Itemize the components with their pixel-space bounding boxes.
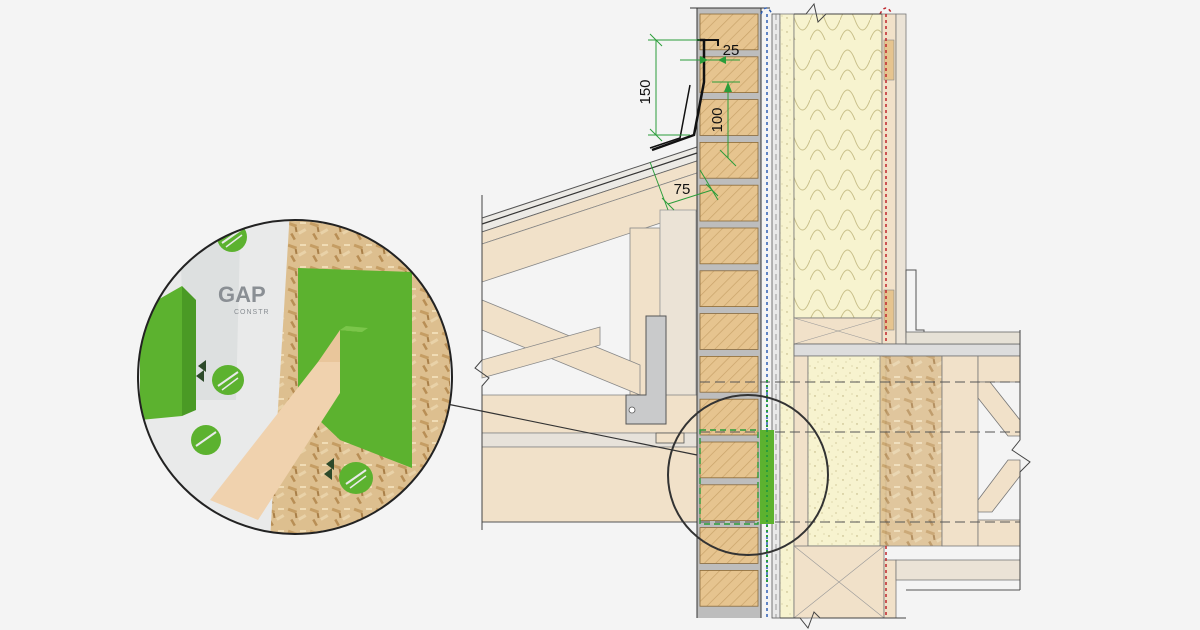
brick — [699, 141, 759, 179]
membrane-brand-text: GAP — [218, 282, 266, 307]
timber-frame-wall — [700, 2, 1031, 629]
brick — [699, 270, 759, 307]
leaf-logo-icon — [191, 425, 221, 455]
dimension-150: 150 — [637, 79, 654, 104]
dimension-25: 25 — [723, 42, 740, 59]
joist-hanger — [625, 315, 667, 425]
membrane-brand-subtext: CONSTR — [234, 309, 270, 316]
cavity-tray — [699, 380, 774, 585]
ceiling-joist — [481, 394, 701, 434]
floor-deck — [793, 343, 1021, 357]
dimension-100: 100 — [709, 107, 726, 132]
floor-insulation — [807, 355, 887, 547]
leaf-logo-icon — [196, 360, 244, 395]
callout — [446, 394, 829, 556]
break-line — [1011, 330, 1031, 590]
brick — [699, 570, 759, 607]
dimensions — [648, 33, 740, 211]
brick — [699, 227, 759, 265]
beam — [481, 446, 701, 523]
brick — [699, 99, 759, 136]
flashing — [649, 38, 719, 152]
brick — [699, 355, 759, 393]
lean-to-roof — [474, 145, 701, 530]
insulation-batt — [793, 13, 883, 319]
timber-batten — [210, 362, 360, 520]
callout-circle — [667, 394, 829, 556]
brick — [699, 441, 759, 479]
dpc-flap-left — [140, 286, 182, 420]
brick — [699, 484, 759, 521]
dimension-75: 75 — [674, 181, 691, 198]
break-line — [474, 195, 490, 530]
detail-circle-outline — [137, 219, 453, 535]
brick — [699, 313, 759, 350]
brick-outer-leaf — [690, 7, 770, 618]
brace — [481, 326, 601, 379]
rim-board — [879, 355, 943, 547]
leaf-logo-icon — [324, 458, 373, 494]
brick — [699, 13, 759, 51]
